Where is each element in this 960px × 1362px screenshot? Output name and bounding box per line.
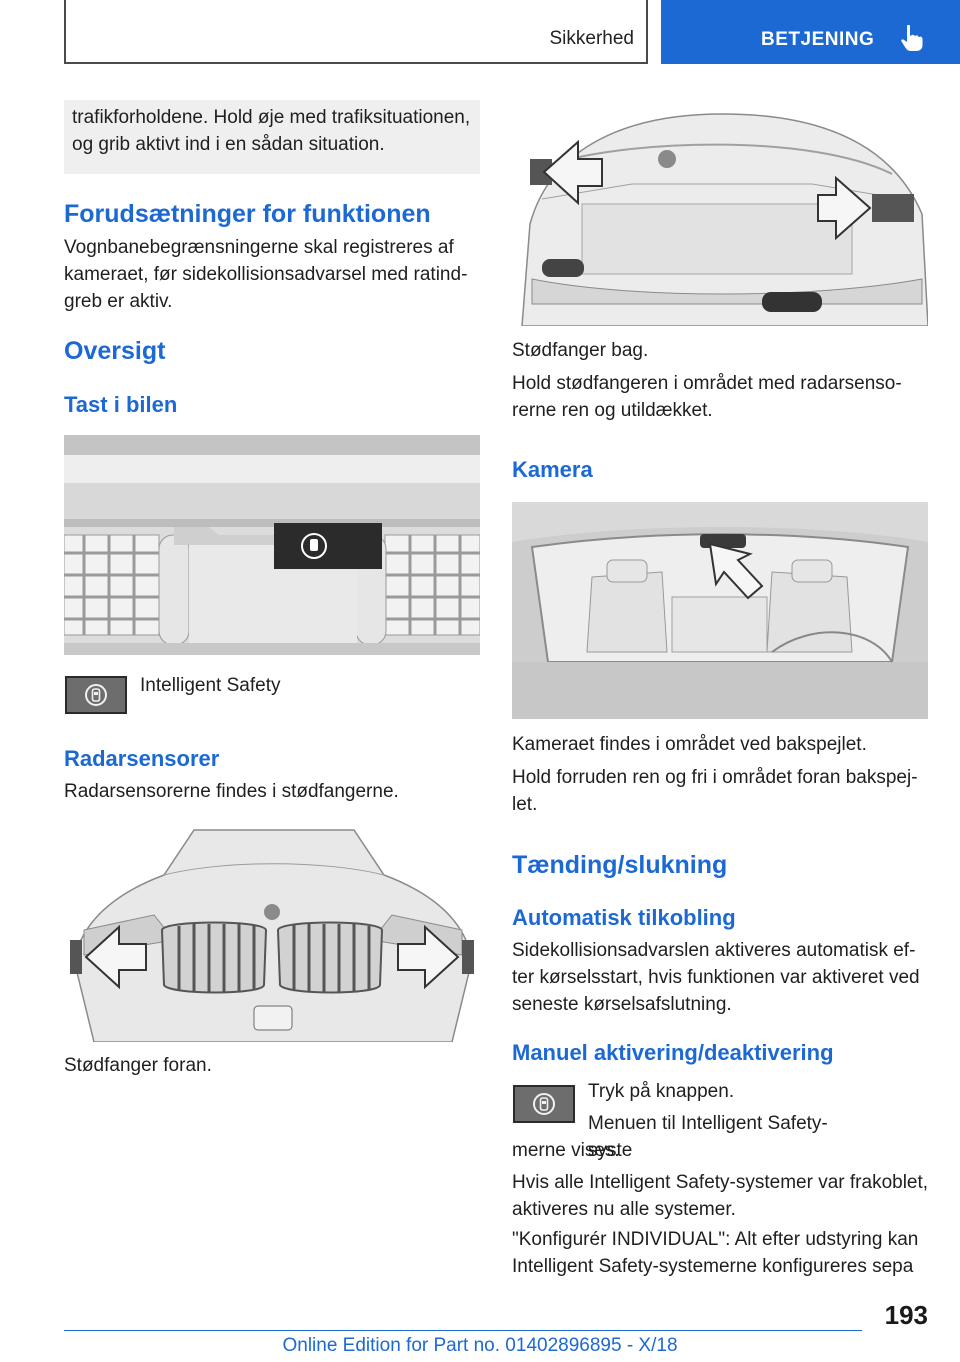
radar-text: Radarsensorerne findes i stødfangerne. — [64, 781, 399, 802]
section-title: Sikkerhed — [549, 28, 635, 49]
intelligent-safety-icon — [85, 684, 107, 706]
tab-label: BETJENING — [761, 29, 875, 50]
rear-bumper-figure — [512, 104, 928, 326]
intelligent-safety-button-icon — [65, 676, 127, 714]
intelligent-safety-button-icon-2 — [513, 1085, 575, 1123]
tab-betjening[interactable]: BETJENING — [661, 0, 960, 64]
note-box: trafikforholdene. Hold øje med trafiksit… — [64, 100, 480, 174]
note-text: trafikforholdene. Hold øje med trafiksit… — [72, 107, 471, 155]
button-caption: Intelligent Safety — [140, 675, 281, 696]
heading-automatic: Automatisk tilkobling — [512, 905, 736, 930]
dashboard-button-figure — [64, 435, 480, 655]
heading-prerequisites: Forudsætninger for funktionen — [64, 200, 431, 228]
front-caption: Stødfanger foran. — [64, 1055, 212, 1076]
configure-text: "Konfigurér INDIVIDUAL": Alt efter udsty… — [512, 1229, 919, 1277]
prerequisites-text: Vognbanebegrænsningerne skal registreres… — [64, 237, 468, 312]
camera-caption: Kameraet findes i området ved bakspejlet… — [512, 734, 867, 755]
heading-camera: Kamera — [512, 457, 593, 482]
camera-figure — [512, 502, 928, 719]
footer-divider — [64, 1330, 862, 1331]
heading-manual: Manuel aktivering/deaktivering — [512, 1040, 834, 1065]
menu-text-line-1: Menuen til Intelligent Safety-syste­ — [588, 1113, 828, 1161]
heading-on-off: Tænding/slukning — [512, 851, 728, 879]
press-text: Tryk på knappen. — [588, 1081, 735, 1102]
rear-caption: Stødfanger bag. — [512, 340, 649, 361]
front-bumper-figure — [64, 820, 480, 1042]
all-off-text: Hvis alle Intelligent Safety-systemer va… — [512, 1172, 929, 1220]
heading-button-in-car: Tast i bilen — [64, 392, 178, 417]
camera-text: Hold forruden ren og fri i området foran… — [512, 767, 918, 815]
header-frame — [64, 0, 648, 64]
hand-pointer-icon — [901, 24, 923, 51]
intelligent-safety-icon — [533, 1093, 555, 1115]
menu-text-line-2: merne vises. — [512, 1140, 620, 1161]
page-number: 193 — [884, 1300, 928, 1330]
heading-overview: Oversigt — [64, 337, 166, 365]
automatic-text: Sidekollisionsadvarslen aktiveres automa… — [512, 940, 920, 1015]
heading-radar: Radarsensorer — [64, 746, 220, 771]
edition-footer: Online Edition for Part no. 01402896895 … — [282, 1335, 678, 1356]
rear-text: Hold stødfangeren i området med radarsen… — [512, 373, 902, 421]
